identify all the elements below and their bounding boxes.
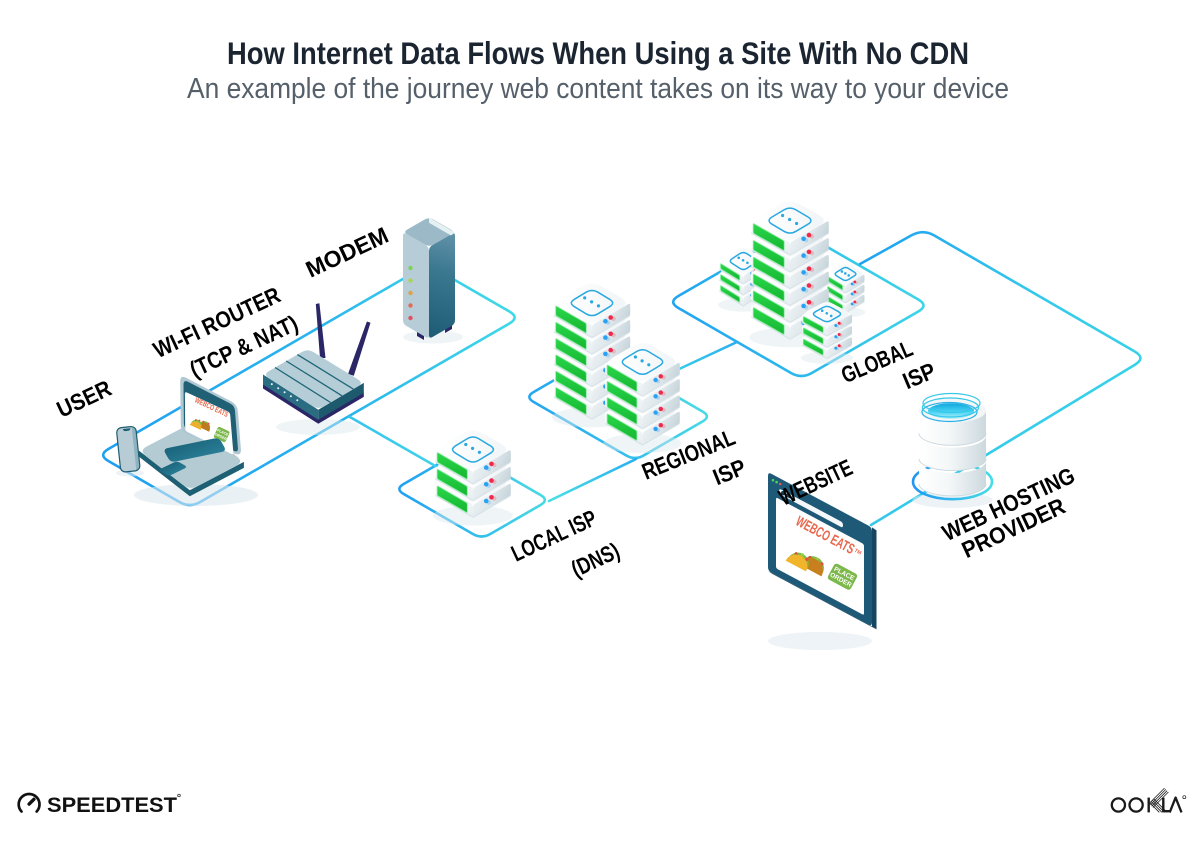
svg-text:An example of the journey web: An example of the journey web content ta… [187, 73, 1009, 105]
svg-text:How Internet Data Flows When U: How Internet Data Flows When Using a Sit… [227, 36, 969, 71]
svg-text:SPEEDTEST: SPEEDTEST [47, 793, 177, 817]
svg-text:TM: TM [853, 548, 862, 557]
svg-text:PLACE: PLACE [216, 428, 229, 437]
svg-text:ORDER: ORDER [214, 432, 228, 441]
